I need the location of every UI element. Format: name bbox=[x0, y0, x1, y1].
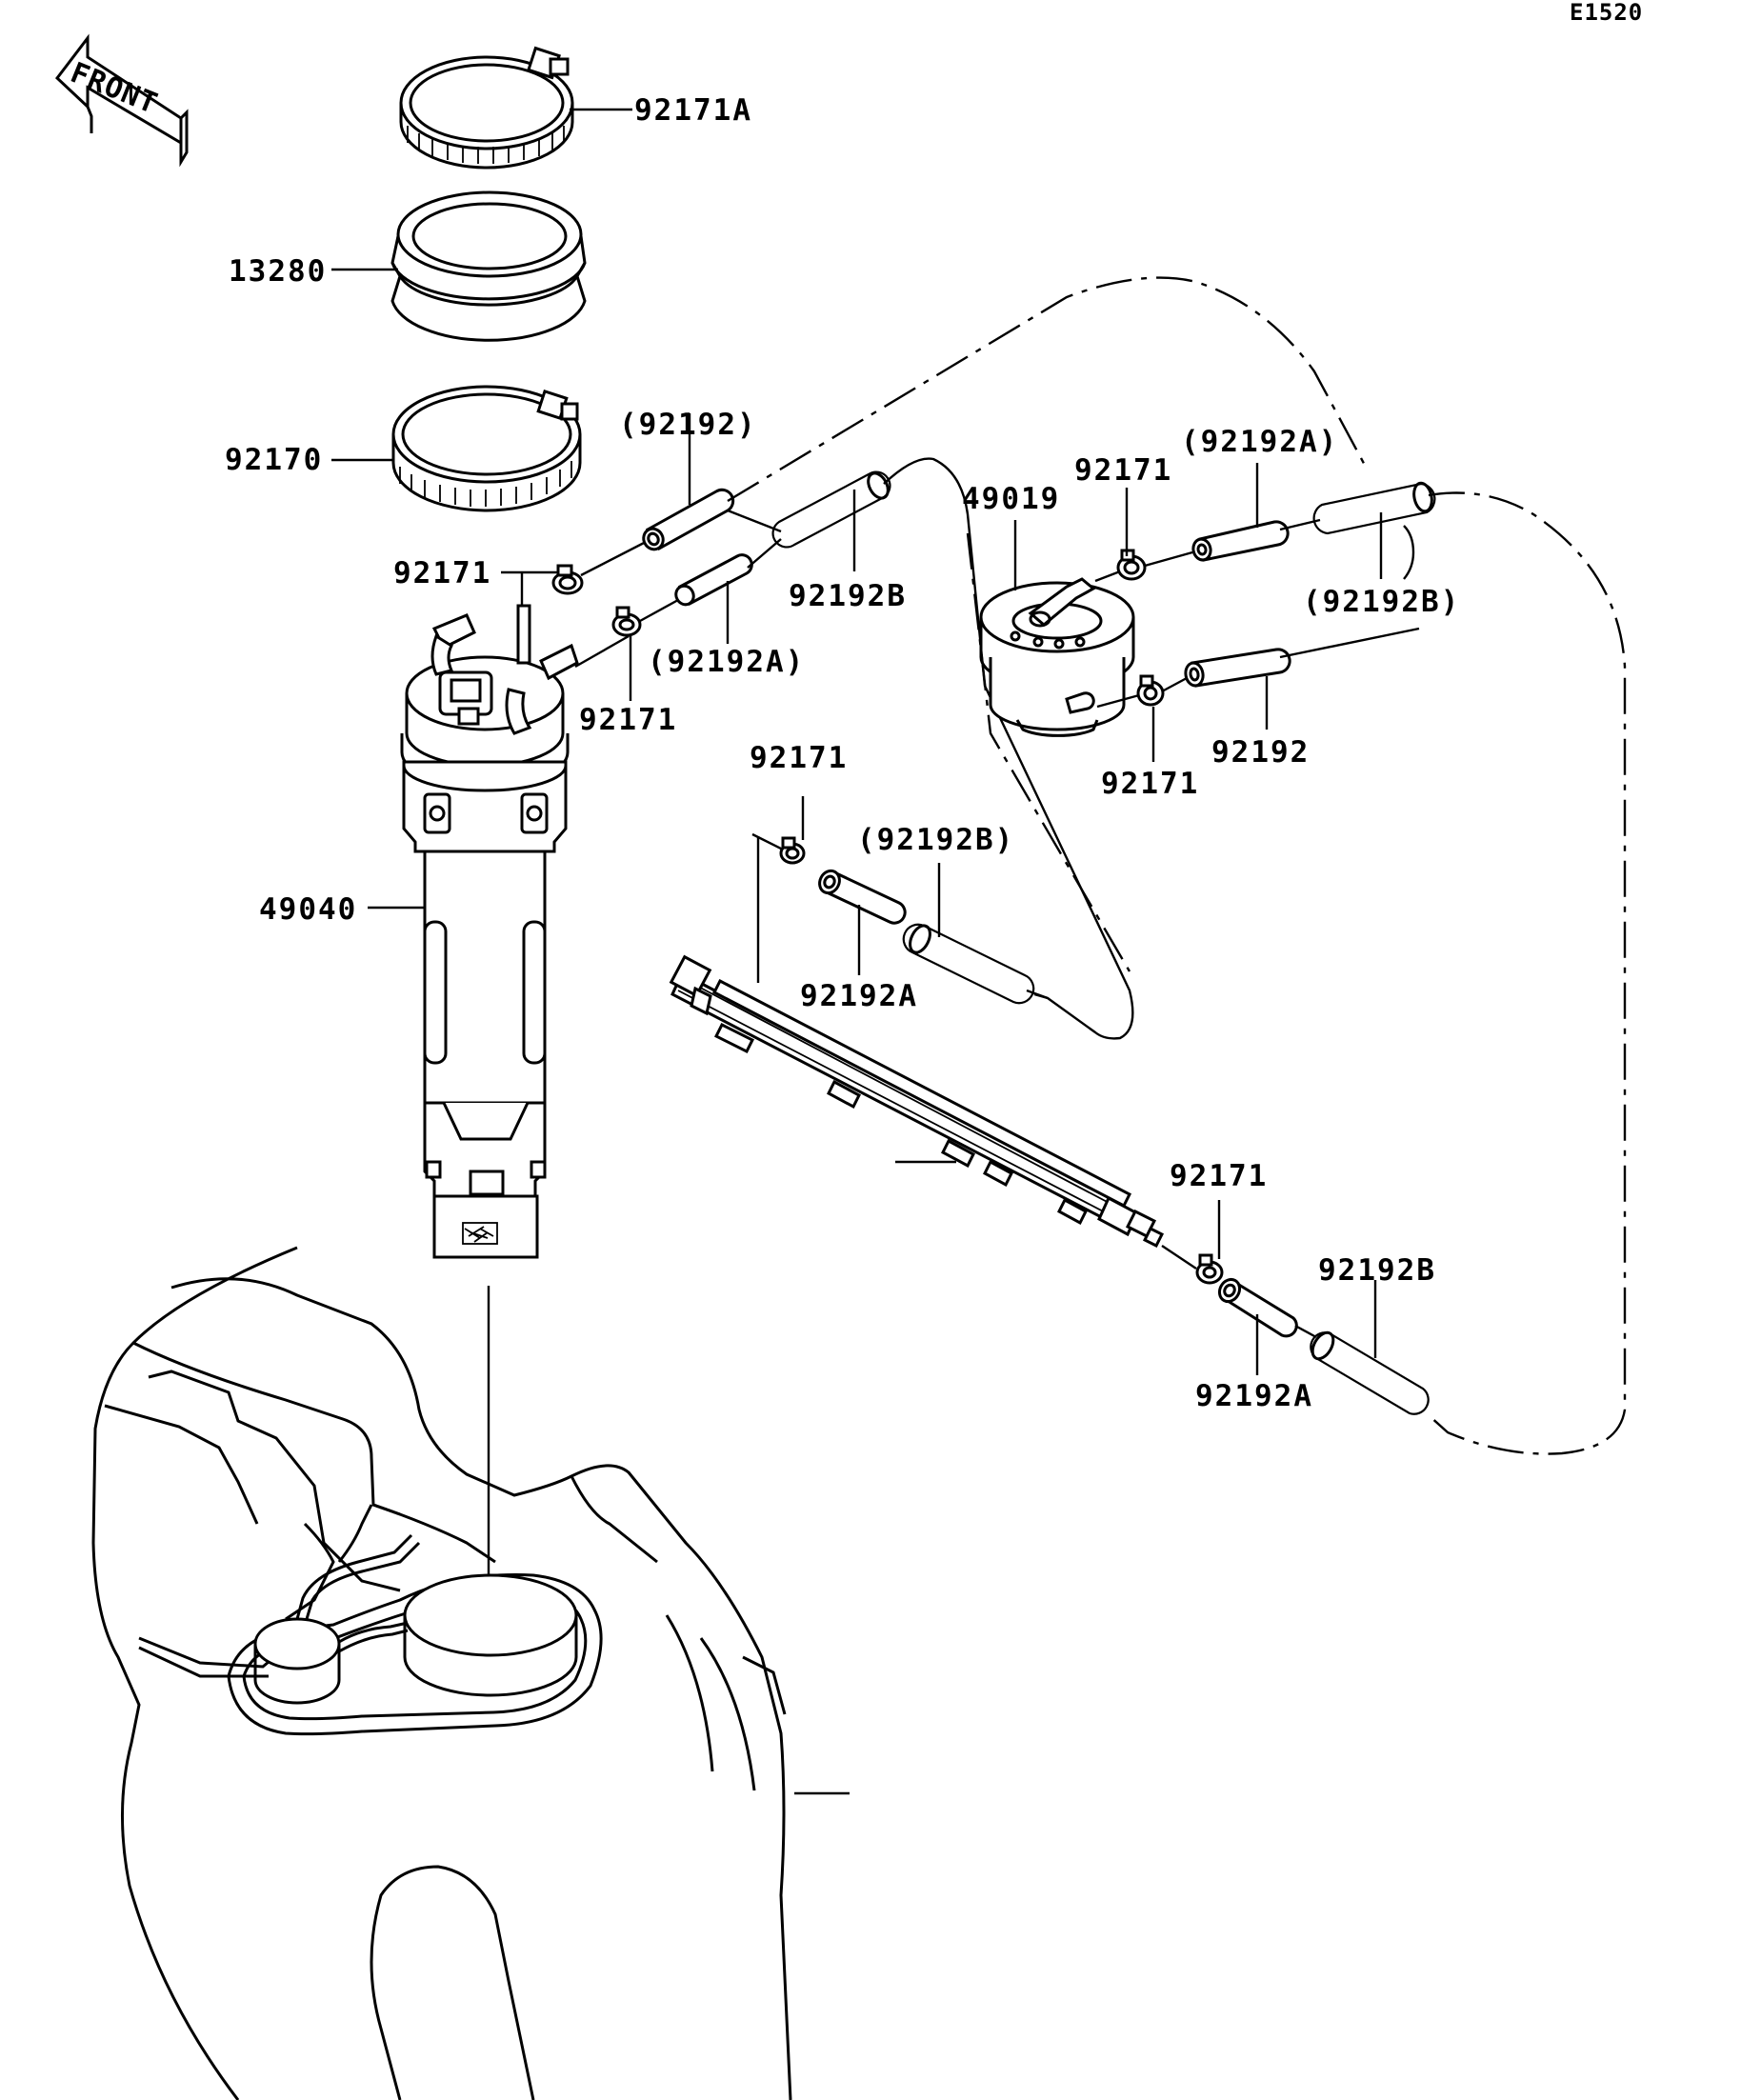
label-92171-filter-in: 92171 bbox=[1074, 453, 1172, 488]
hose-clamp-92171-pump bbox=[551, 564, 584, 595]
front-label: FRONT bbox=[66, 56, 162, 121]
label-92171-top-mid: 92171 bbox=[579, 703, 677, 737]
label-49019: 49019 bbox=[962, 482, 1060, 516]
spring-guard-92192b-bottom bbox=[1310, 1330, 1430, 1415]
label-92192a-bottom: 92192A bbox=[1195, 1379, 1313, 1413]
fuel-pump-49040 bbox=[400, 604, 579, 1259]
hose-92192a-filter bbox=[1191, 520, 1290, 562]
hose-92192-top bbox=[642, 488, 735, 551]
hose-clamp-92171-filter-out bbox=[1136, 674, 1165, 707]
label-92171-filter-out: 92171 bbox=[1101, 767, 1199, 801]
label-92192a-paren-top: (92192A) bbox=[648, 645, 805, 679]
label-92192b-paren-filter: (92192B) bbox=[1303, 585, 1460, 619]
band-clamp-92171a bbox=[399, 46, 574, 170]
label-92192a-paren-filter: (92192A) bbox=[1181, 425, 1338, 459]
fuel-tank bbox=[91, 1246, 792, 2100]
band-clamp-92170 bbox=[391, 385, 582, 512]
fuel-filter-49019 bbox=[979, 577, 1135, 737]
grommet-13280 bbox=[390, 190, 587, 342]
hose-clamp-92171-bottom bbox=[1195, 1253, 1224, 1285]
hose-clamp-92171-filter-in bbox=[1116, 549, 1147, 581]
hose-92192a-bottom bbox=[1217, 1277, 1298, 1338]
label-92171-pump: 92171 bbox=[393, 556, 491, 590]
hose-92192a-top bbox=[674, 553, 753, 607]
diagram-code: E1520 bbox=[1570, 0, 1643, 26]
label-92171-bottom: 92171 bbox=[1170, 1159, 1268, 1193]
hose-clamp-92171-rail bbox=[779, 836, 806, 865]
label-92192-paren-top: (92192) bbox=[619, 408, 757, 442]
fuel-rail-throttle bbox=[669, 954, 1165, 1249]
label-49040: 49040 bbox=[259, 892, 357, 927]
label-13280: 13280 bbox=[229, 254, 327, 289]
spring-guard-92192b-top bbox=[771, 470, 891, 549]
label-92170: 92170 bbox=[225, 443, 323, 477]
hose-92192a-rail bbox=[818, 869, 907, 925]
label-92171-rail: 92171 bbox=[750, 741, 848, 775]
label-92192a-rail: 92192A bbox=[800, 979, 918, 1013]
hose-clamp-92171-top-mid bbox=[611, 606, 642, 637]
hose-92192-filter bbox=[1184, 648, 1291, 688]
label-92192b-bottom: 92192B bbox=[1318, 1253, 1436, 1288]
label-92171a: 92171A bbox=[634, 93, 752, 128]
label-92192b-paren-rail: (92192B) bbox=[857, 823, 1014, 857]
spring-guard-92192b-filter bbox=[1312, 481, 1436, 535]
label-92192-filter: 92192 bbox=[1211, 735, 1310, 770]
front-arrow-icon: FRONT bbox=[54, 33, 189, 168]
label-92192b-top: 92192B bbox=[789, 579, 907, 613]
spring-guard-92192b-rail bbox=[902, 923, 1035, 1005]
